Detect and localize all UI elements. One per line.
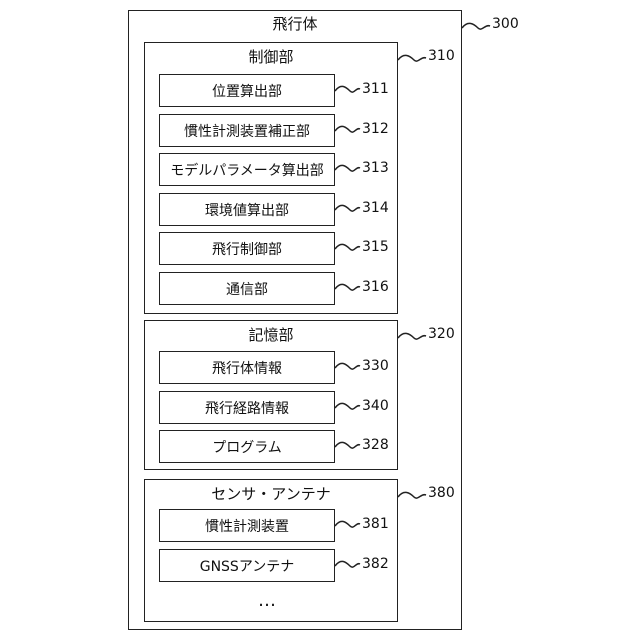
ref-312: 312 — [362, 121, 389, 137]
ref-320: 320 — [428, 326, 455, 342]
ref-314: 314 — [362, 200, 389, 216]
ref-382: 382 — [362, 556, 389, 572]
ref-330: 330 — [362, 358, 389, 374]
ref-313: 313 — [362, 160, 389, 176]
ref-300: 300 — [492, 16, 519, 32]
ref-340: 340 — [362, 398, 389, 414]
ref-381: 381 — [362, 516, 389, 532]
ref-380: 380 — [428, 485, 455, 501]
ref-310: 310 — [428, 48, 455, 64]
ref-311: 311 — [362, 81, 389, 97]
ref-316: 316 — [362, 279, 389, 295]
ref-315: 315 — [362, 239, 389, 255]
ref-328: 328 — [362, 437, 389, 453]
